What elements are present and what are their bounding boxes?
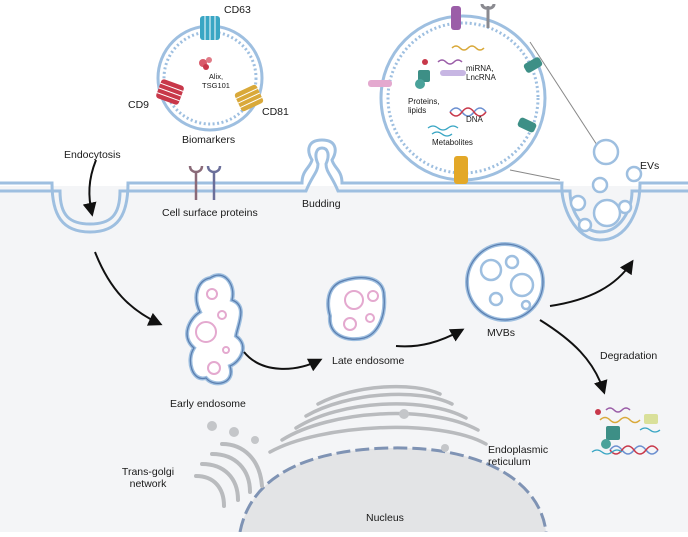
late-endosome	[326, 275, 387, 342]
dna-label: DNA	[466, 115, 483, 124]
metabolites-icon	[639, 427, 661, 433]
rna-strand-icon	[599, 416, 641, 424]
cell-surface-proteins-label: Cell surface proteins	[162, 207, 258, 219]
callout-lines	[509, 41, 598, 181]
protein-icon	[644, 414, 658, 424]
endoplasmic-reticulum-label: Endoplasmic reticulum	[488, 444, 549, 468]
to-early-endosome-arrow	[94, 251, 163, 326]
degradation-label: Degradation	[600, 350, 658, 362]
to-mvb-arrow	[395, 328, 465, 348]
tetraspanin-icon	[454, 156, 468, 184]
biomarkers-label: Biomarkers	[182, 134, 236, 146]
degradation-products	[591, 407, 661, 455]
protein-icon	[606, 426, 620, 440]
plasma-membrane	[0, 138, 688, 242]
alix-tsg101-label: Alix, TSG101	[202, 72, 230, 90]
early-endosome	[185, 273, 245, 386]
endocytosis-arrow	[82, 159, 97, 217]
endoplasmic-reticulum	[268, 384, 488, 454]
mvbs-label: MVBs	[487, 327, 516, 339]
protein-icon	[523, 57, 543, 73]
dna-helix-icon	[449, 107, 487, 117]
proteins-lipids-label: Proteins, lipids	[408, 97, 440, 115]
evs-label: EVs	[640, 160, 660, 172]
rna-strand-icon	[437, 45, 485, 76]
dna-helix-icon	[609, 445, 659, 455]
receptor-icon	[188, 165, 222, 200]
pathway-arrows	[82, 159, 634, 395]
protein-icon	[595, 409, 601, 415]
metabolites-icon	[427, 125, 459, 137]
receptor-icon	[480, 3, 496, 28]
mvb	[465, 242, 545, 322]
endocytosis-label: Endocytosis	[64, 149, 121, 161]
protein-icon	[368, 80, 392, 87]
rna-strand-icon	[605, 407, 631, 413]
tetraspanin-icon	[234, 84, 264, 112]
tetraspanin-icon	[156, 79, 184, 105]
late-endosome-label: Late endosome	[332, 355, 405, 367]
protein-icon	[415, 59, 430, 89]
cd63-label: CD63	[224, 4, 251, 16]
protein-icon	[517, 117, 537, 133]
cd81-label: CD81	[262, 106, 289, 118]
biomarker-exosome	[156, 16, 264, 132]
degradation-arrow	[539, 319, 608, 395]
trans-golgi-network	[194, 442, 264, 508]
trans-golgi-network-label: Trans-golgi network	[121, 466, 175, 490]
metabolites-label: Metabolites	[432, 138, 473, 147]
protein-icon	[199, 57, 212, 70]
protein-icon	[451, 6, 461, 30]
to-late-endosome-arrow	[243, 351, 323, 372]
tetraspanin-icon	[200, 16, 220, 40]
cd9-label: CD9	[128, 99, 150, 111]
ev-vesicles	[569, 138, 643, 233]
protein-icon	[601, 439, 611, 449]
nucleus	[238, 446, 548, 533]
to-evs-arrow	[549, 259, 634, 307]
metabolites-icon	[591, 449, 623, 455]
budding-label: Budding	[302, 198, 341, 210]
nucleus-label: Nucleus	[366, 512, 404, 524]
mirna-lncrna-label: miRNA, LncRNA	[466, 64, 496, 82]
er-ribosomes	[399, 409, 449, 452]
cargo-exosome	[368, 3, 547, 184]
golgi-vesicles	[207, 421, 259, 444]
early-endosome-label: Early endosome	[170, 398, 246, 410]
